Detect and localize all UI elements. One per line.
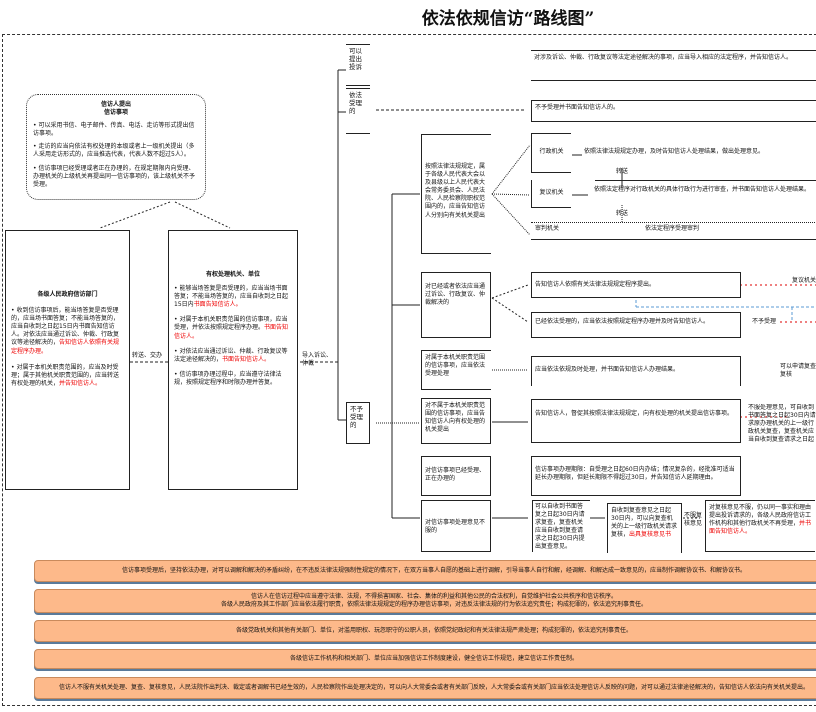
petitioner-item: • 可以采用书信、电子邮件、传真、电话、走访等形式提出信访事项。 <box>33 122 195 138</box>
petitioner-item: • 信访事项已经受理或者正在办理的，在规定期限内向受理、办理机关的上级机关再提出… <box>33 164 196 188</box>
footer-bar-accountability: 各级党政机关和其他有关部门、单位，对滥用职权、玩忽职守的公职人员，依照党纪政纪和… <box>34 620 816 642</box>
para: • 对依法应当通过诉讼、仲裁、行政复议等法定途径解决的，书面告知信访人。 <box>174 347 288 363</box>
review-result: 依照法定程序对行政机关的具体行政行为进行审查，并书面告知信访人处理结果。 <box>594 186 811 193</box>
petitioner-title: 信访人提出 <box>100 101 131 108</box>
r5-right-box: 信访事项办理期限：自受理之日起60日内办结；情况复杂的，经批准可适当延长办理期限… <box>531 456 741 496</box>
footer-bar-congress: 信访人不服有关机关处理、复查、复核意见，人民法院作出判决、裁定或者调解书已经生效… <box>34 677 816 699</box>
arrow-to-left-box <box>99 201 171 229</box>
gov-petition-dept-box: 各级人民政府信访部门 • 收到信访事项后，能当场答复是否受理的，应当场书面答复；… <box>5 230 130 490</box>
petitioner-subtitle: 信访事项 <box>103 109 128 117</box>
admin-organ-box: 行政机关 <box>531 133 571 173</box>
para: • 收到信访事项后，能当场答复是否受理的，应当场书面答复；不能当场答复的，应当自… <box>11 307 120 355</box>
arrow-to-middle-box <box>174 201 231 229</box>
r6-mid-label: 不服复核意见 <box>684 512 703 528</box>
fan-down <box>491 193 531 236</box>
footer-bar-mediation: 信访事项受理后，坚持依法办理，对可以调解和解决的矛盾纠纷，在不违反法律法规强制性… <box>34 560 816 582</box>
divider <box>595 180 816 181</box>
fan2-up <box>491 284 529 299</box>
fan-up <box>491 144 531 195</box>
authority-box: 有权处理机关、单位 • 能够当场答复是否受理的，应当当场书面答复；不能当场答复的… <box>168 230 298 490</box>
r2-top-box: 告知信访人依照有关法律法规规定程序提出。 <box>531 272 741 298</box>
diagram-frame <box>2 34 816 706</box>
footer-bar-system: 各级信访工作机构和相关部门、单位应当加强信访工作制度建设，健全信访工作规范，建立… <box>34 649 816 669</box>
para: • 对属于本机关职责范围的，应当及时受理；属于其他机关职责范围的，应当转送有权处… <box>11 363 120 387</box>
accept-label: 导入诉讼、仲裁 <box>302 352 333 368</box>
row-litigation: 对涉及诉讼、仲裁、行政复议等法定途径解决的事项，应当导入相应的法定程序，并告知信… <box>531 50 816 81</box>
r4-left-box: 对不属于本机关职责范围的信访事项，应当告知信访人向有权处理的机关提出 <box>421 398 491 444</box>
footer-bar-obligations: 信访人在信访过程中应当遵守法律、法规，不得损害国家、社会、集体的利益和其他公民的… <box>34 589 816 613</box>
petitioner-box: 信访人提出 信访事项 • 可以采用书信、电子邮件、传真、电话、走访等形式提出信访… <box>26 94 206 200</box>
r6-left-box: 对信访事项处理意见不服的 <box>421 500 491 552</box>
clause-accepted: 依法受理的 <box>346 88 370 134</box>
court-label: 审判机关 <box>535 225 560 232</box>
petitioner-item: • 走访的应当向依法有权处理的本级或者上一级机关提出（多人采用走访形式的，应当推… <box>33 143 195 159</box>
transfer-label: 转送、交办 <box>132 352 163 359</box>
page-title: 依法依规信访“路线图” <box>421 9 595 29</box>
forward-up-label: 转送 <box>616 168 629 175</box>
row-not-accepted: 不予受理并书面告知信访人的。 <box>531 100 816 122</box>
r6-c: 对复核意见不服，仍以同一事实和理由提出投诉请求的，各级人民政府信访工作机构和其他… <box>705 500 815 552</box>
r6-b: 自收到复查意见之日起30日内，可以向复查机关的上一级行政机关请求复核，出具复核意… <box>607 503 682 553</box>
forward-down-label: 转送 <box>616 210 629 217</box>
para: • 对属于本机关职责范围的信访事项，应当受理，并依法按照规定程序办理。书面告知信… <box>174 316 289 340</box>
court-box: 审判机关 依法定程序受理审判 <box>531 222 816 240</box>
fan-mid <box>491 193 531 196</box>
review-organ-box: 复议机关 <box>531 180 571 208</box>
r5-left-box: 对信访事项已经受理、正在办理的 <box>421 456 491 496</box>
r4-right-box: 告知信访人，督促其按照法律法规规定，向有权处理的机关提出信访事项。 <box>531 399 741 443</box>
r3-right-box: 应当依法依规及时处理，并书面告知信访人办理结果。 <box>531 356 741 386</box>
footer-bar-text: 信访人在信访过程中应当遵守法律、法规，不得损害国家、社会、集体的利益和其他公民的… <box>250 592 617 600</box>
r6-a: 可以自收到书面答复之日起30日内请求复查，复查机关应当自收到复查请求之日起30日… <box>532 500 590 552</box>
authority-title: 有权处理机关、单位 <box>205 271 260 278</box>
clause-complaint: 可以提出投诉 <box>346 44 370 86</box>
fan2-down <box>491 297 529 323</box>
r2-left-box: 对已经或者依法应当通过诉讼、行政复议、仲裁解决的 <box>421 272 491 338</box>
r3-side-label: 可以申请复查复核 <box>780 363 816 379</box>
r2-side-label2: 复议机关 <box>792 277 816 284</box>
clause-rejected: 不予受理的 <box>346 402 370 444</box>
admin-result: 依照法律法规规定办理，及时告知信访人处理结果，做出处理意见。 <box>584 148 765 155</box>
r3-left-box: 对属于本机关职责范围的信访事项，应当依法受理处理 <box>421 350 491 390</box>
para: • 信访事项办理过程中，应当遵守法律法规，按照规定程序和时限办理并答复。 <box>174 370 282 386</box>
r4-side-text: 不服处理意见，可自收到书面答复之日起30日内请求原办理机关的上一级行政机关复查，… <box>748 404 816 442</box>
court-result: 依法定程序受理审判 <box>645 225 700 232</box>
gov-petition-dept-title: 各级人民政府信访部门 <box>37 291 98 298</box>
para: • 能够当场答复是否受理的，应当当场书面答复；不能当场答复的，应当自收到之日起1… <box>174 285 289 309</box>
r2-bottom-box: 已经依法受理的，应当依法按照规定程序办理并及时告知信访人。 <box>531 312 741 338</box>
congress-court-box: 按照法律法规规定，属于各级人民代表大会以及县级以上人民代表大会常务委员会、人民法… <box>421 134 491 254</box>
r2-side-label: 不予受理 <box>752 318 777 325</box>
footer-bar-text: 各级人民政府及其工作部门应当依法履行职责，依照法律法规规定的程序办理信访事项，对… <box>220 601 647 608</box>
